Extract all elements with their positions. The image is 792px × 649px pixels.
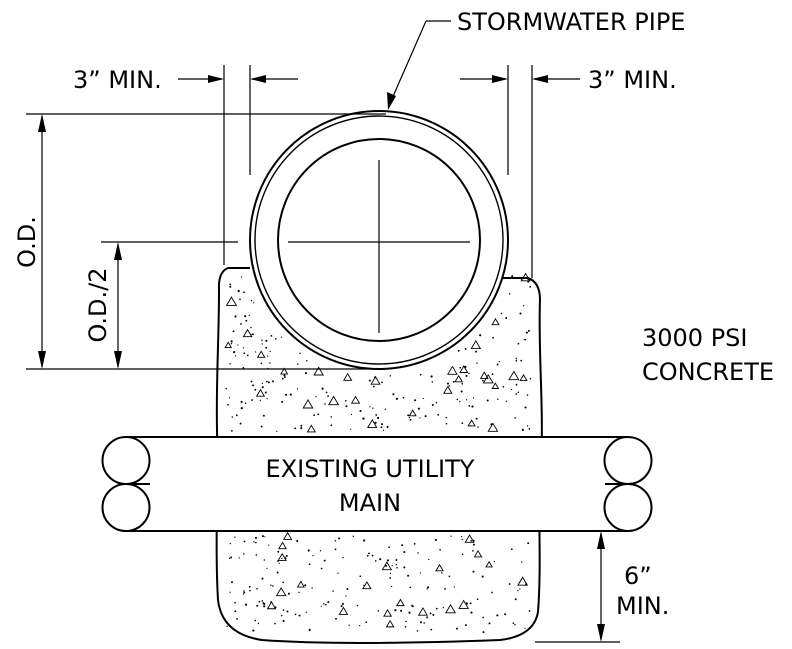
utility-label-line1: EXISTING UTILITY xyxy=(266,455,475,483)
min-label-right: 3” MIN. xyxy=(588,66,677,94)
six-min-label-line1: 6” xyxy=(624,562,652,590)
concrete-label-line2: CONCRETE xyxy=(642,358,774,386)
od-half-dimension: O.D./2 xyxy=(84,241,238,369)
od-dimension: O.D. xyxy=(13,113,386,370)
six-inch-min-dimension: 6” MIN. xyxy=(535,531,669,643)
concrete-encasement xyxy=(215,267,543,645)
utility-label-line2: MAIN xyxy=(339,489,401,517)
stormwater-pipe xyxy=(249,110,509,370)
stormwater-pipe-label: STORMWATER PIPE xyxy=(457,8,685,36)
min-label-left: 3” MIN. xyxy=(73,66,162,94)
concrete-label-line1: 3000 PSI xyxy=(642,324,748,352)
three-inch-min-dimension: 3” MIN. 3” MIN. xyxy=(73,65,677,278)
od-label: O.D. xyxy=(13,216,41,268)
six-min-label-line2: MIN. xyxy=(616,592,669,620)
concrete-stipple xyxy=(224,272,532,634)
od-half-label: O.D./2 xyxy=(84,267,112,342)
stormwater-pipe-leader: STORMWATER PIPE xyxy=(387,8,685,110)
existing-utility-main: EXISTING UTILITY MAIN xyxy=(101,436,653,532)
